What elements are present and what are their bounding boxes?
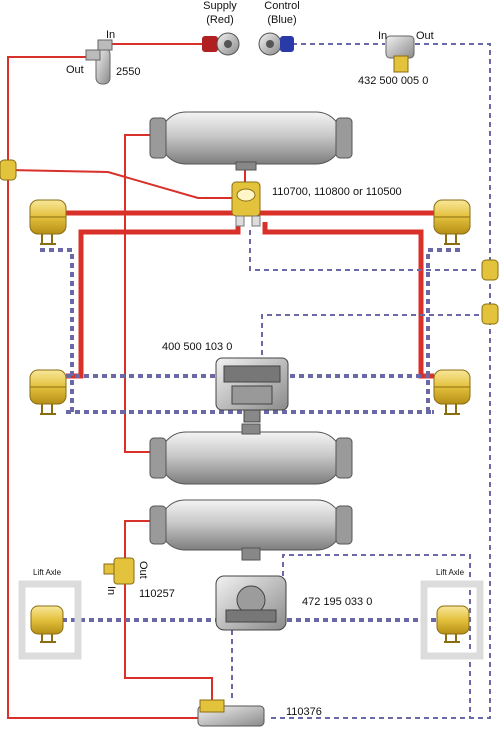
valve-110257 <box>103 557 135 585</box>
valve-2550-part-label: 2550 <box>116 66 140 78</box>
air-bag-rear-right <box>433 369 471 415</box>
control-line-400 <box>261 314 482 355</box>
control-color-label: (Blue) <box>267 14 296 26</box>
valve-2550 <box>85 39 113 85</box>
supply-color-label: (Red) <box>206 14 234 26</box>
supply-gladhand <box>202 32 240 56</box>
filter-out-label: Out <box>416 30 434 42</box>
side-fitting-right-bottom <box>481 303 499 325</box>
supply-line-to-110700 <box>7 169 238 199</box>
valve-2550-out-label: Out <box>66 64 84 76</box>
valve-110376 <box>197 699 265 727</box>
air-tank-1 <box>149 111 353 171</box>
control-line-110700 <box>249 230 480 271</box>
supply-label: Supply <box>203 0 237 12</box>
air-bag-front-left <box>29 199 67 245</box>
valve-2550-in-label: In <box>106 29 115 41</box>
lift-axle-left-label: Lift Axle <box>33 568 62 577</box>
control-line-lift-right <box>282 554 471 718</box>
lift-axle-right <box>420 580 484 660</box>
valve-472-195-033-0 <box>215 575 287 631</box>
control-gladhand <box>258 32 294 56</box>
air-bag-front-right <box>433 199 471 245</box>
filter-part-label: 432 500 005 0 <box>358 75 428 87</box>
valve-110257-in-label: In <box>105 586 117 595</box>
supply-line-outer-left <box>7 56 205 719</box>
valve-110257-part-label: 110257 <box>139 588 175 600</box>
lift-axle-right-label: Lift Axle <box>436 568 465 577</box>
air-tank-2 <box>149 423 353 485</box>
filter-in-label: In <box>378 30 387 42</box>
valve-110376-label: 110376 <box>286 706 322 718</box>
side-fitting-left <box>0 159 17 181</box>
side-fitting-right-top <box>481 259 499 281</box>
valve-110257-out-label: Out <box>137 561 149 579</box>
supply-line-110257-to-110376 <box>124 582 213 700</box>
supply-line-right-loop <box>262 222 434 379</box>
lift-axle-left <box>18 580 82 660</box>
control-label: Control <box>264 0 299 12</box>
valve-110700 <box>231 181 261 227</box>
control-line-right-outer <box>270 43 491 719</box>
valve-472-label: 472 195 033 0 <box>302 596 372 608</box>
control-line-upper-bags-left <box>40 248 74 414</box>
control-line-upper-bags-right <box>426 248 460 414</box>
air-bag-rear-left <box>29 369 67 415</box>
air-tank-3 <box>149 499 353 561</box>
filter-432-500-005-0 <box>385 35 415 73</box>
valve-110700-label: 110700, 110800 or 110500 <box>272 186 402 198</box>
valve-400-500-103-0 <box>215 357 289 423</box>
valve-400-label: 400 500 103 0 <box>162 341 232 353</box>
